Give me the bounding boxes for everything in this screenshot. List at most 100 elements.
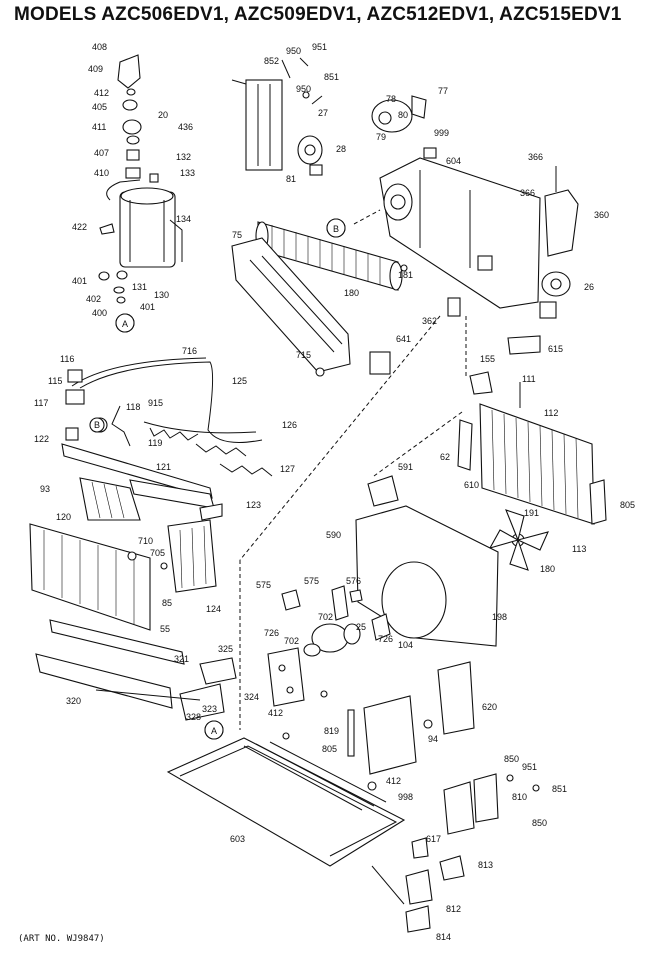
part-label: 726 <box>378 634 393 644</box>
part-label: 94 <box>428 734 438 744</box>
part-label: 575 <box>256 580 271 590</box>
part-label: 181 <box>398 270 413 280</box>
part-label: 411 <box>92 122 106 132</box>
leader-lines <box>95 209 467 905</box>
part-label: 603 <box>230 834 245 844</box>
bulkhead-panel <box>379 157 579 355</box>
part-label: 113 <box>572 544 586 554</box>
part-label: 323 <box>202 704 217 714</box>
part-label: 726 <box>264 628 279 638</box>
part-label: 362 <box>422 316 437 326</box>
part-label: 591 <box>398 462 413 472</box>
part-label: 80 <box>398 110 408 120</box>
part-label: 400 <box>92 308 107 318</box>
drain-pan <box>35 619 237 740</box>
part-label: 75 <box>232 230 242 240</box>
part-label: 124 <box>206 604 221 614</box>
part-label: 422 <box>72 222 87 232</box>
part-label: 951 <box>522 762 537 772</box>
part-label: 111 <box>522 374 536 384</box>
part-label: 180 <box>344 288 359 298</box>
motor-bracket-assembly <box>231 57 437 238</box>
part-label: 850 <box>504 754 519 764</box>
circle-ref-b-top: B <box>333 224 339 234</box>
part-label: 850 <box>532 818 547 828</box>
part-label: 115 <box>48 376 62 386</box>
part-label: 716 <box>182 346 197 356</box>
part-label: 412 <box>386 776 401 786</box>
part-label: 134 <box>176 214 191 224</box>
part-label: 130 <box>154 290 169 300</box>
part-label: 617 <box>426 834 441 844</box>
part-label: 641 <box>396 334 411 344</box>
part-label: 620 <box>482 702 497 712</box>
part-label: 117 <box>34 398 48 408</box>
part-label: 805 <box>620 500 635 510</box>
part-labels: 408 409 412 405 20 411 436 407 132 410 1… <box>34 42 635 942</box>
part-label: 813 <box>478 860 493 870</box>
part-label: 366 <box>528 152 543 162</box>
part-label: 155 <box>480 354 495 364</box>
part-label: 104 <box>398 640 413 650</box>
part-label: 409 <box>88 64 103 74</box>
part-label: 950 <box>296 84 311 94</box>
part-label: 55 <box>160 624 170 634</box>
part-label: 407 <box>94 148 109 158</box>
part-label: 814 <box>436 932 451 942</box>
part-label: 810 <box>512 792 527 802</box>
part-label: 25 <box>356 622 366 632</box>
condenser-coil <box>457 371 607 525</box>
part-label: 324 <box>244 692 259 702</box>
part-label: 118 <box>126 402 140 412</box>
part-label: 715 <box>296 350 311 360</box>
part-label: 360 <box>594 210 609 220</box>
part-label: 702 <box>284 636 299 646</box>
circle-ref-extra: A <box>210 728 212 730</box>
fan-blade <box>488 509 549 571</box>
page-title: MODELS AZC506EDV1, AZC509EDV1, AZC512EDV… <box>14 4 622 25</box>
part-label: 604 <box>446 156 461 166</box>
part-label: 93 <box>40 484 50 494</box>
part-label: 950 <box>286 46 301 56</box>
part-label: 125 <box>232 376 247 386</box>
scroll-frame <box>231 237 391 377</box>
part-label: 191 <box>524 508 539 518</box>
part-label: 20 <box>158 110 168 120</box>
part-label: 121 <box>156 462 171 472</box>
part-label: 26 <box>584 282 594 292</box>
part-label: 710 <box>138 536 153 546</box>
part-label: 112 <box>544 408 558 418</box>
part-label: 412 <box>94 88 109 98</box>
part-label: 401 <box>72 276 87 286</box>
fan-motor <box>303 613 391 657</box>
evaporator-assembly <box>29 443 223 631</box>
part-label: 320 <box>66 696 81 706</box>
part-label: 436 <box>178 122 193 132</box>
part-label: 575 <box>304 576 319 586</box>
part-label: 998 <box>398 792 413 802</box>
circle-ref-b-left: B <box>94 420 100 430</box>
part-label: 132 <box>176 152 191 162</box>
part-label: 576 <box>346 576 361 586</box>
circle-ref-a-bottom: A <box>211 726 217 736</box>
part-label: 366 <box>520 188 535 198</box>
part-label: 321 <box>174 654 189 664</box>
part-label: 116 <box>60 354 74 364</box>
part-label: 851 <box>552 784 567 794</box>
part-label: 410 <box>94 168 109 178</box>
part-label: 198 <box>492 612 507 622</box>
part-label: 328 <box>186 712 201 722</box>
part-label: 85 <box>162 598 172 608</box>
part-label: 27 <box>318 108 328 118</box>
part-label: 126 <box>282 420 297 430</box>
part-label: 402 <box>86 294 101 304</box>
base-pan <box>166 732 406 867</box>
circle-ref-a-top: A <box>122 319 128 329</box>
part-label: 180 <box>540 564 555 574</box>
part-label: 120 <box>56 512 71 522</box>
part-label: 819 <box>324 726 339 736</box>
part-label: 610 <box>464 480 479 490</box>
part-label: 705 <box>150 548 165 558</box>
circle-refs: A B B A <box>89 218 346 740</box>
